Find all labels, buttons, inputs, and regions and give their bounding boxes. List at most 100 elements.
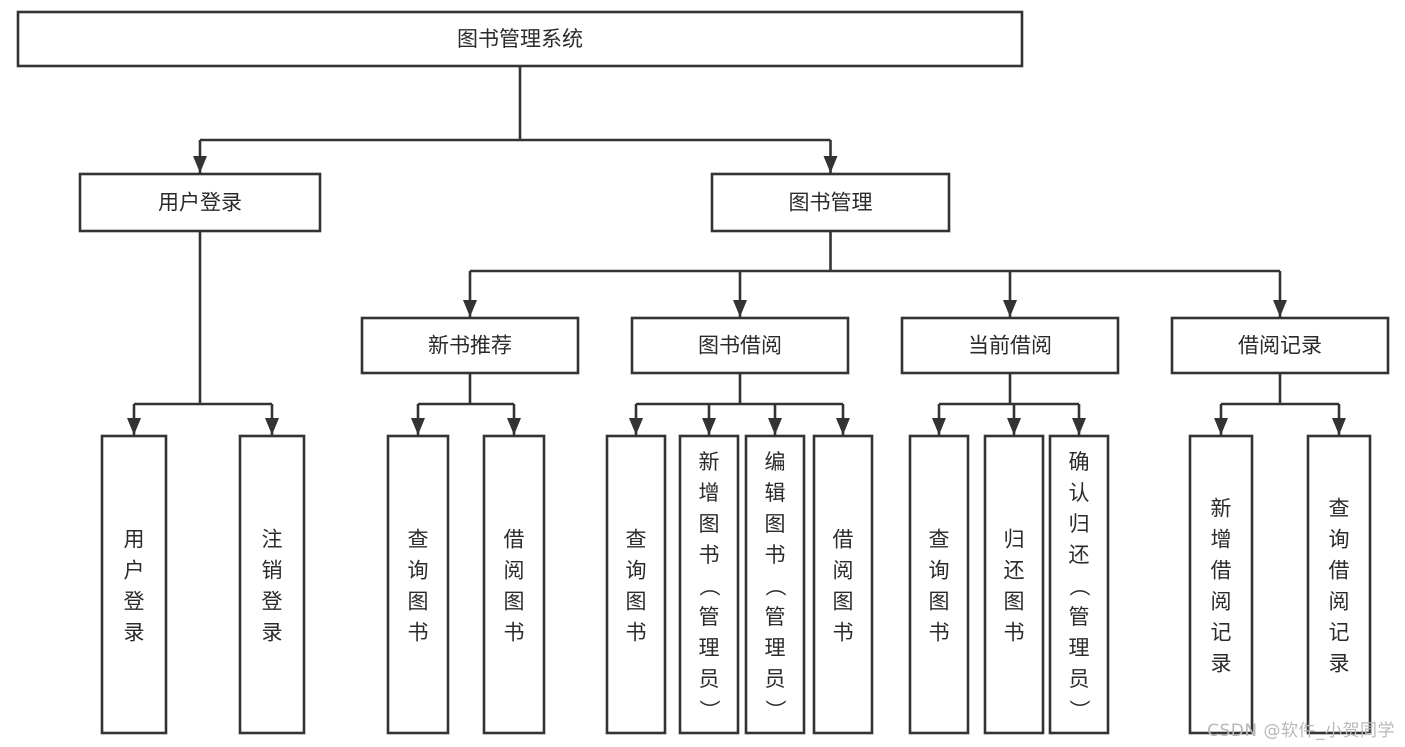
node-box-新书推荐 <box>360 316 580 375</box>
node-label-char: 员 <box>765 667 786 691</box>
node-box-查询图书 <box>386 434 450 735</box>
node-label-char: 书 <box>504 621 525 645</box>
connector-arrow-icon <box>836 418 850 435</box>
node-label-借阅记录: 借阅记录 <box>1238 334 1322 358</box>
node-label-char: 理 <box>765 636 786 660</box>
nodes-layer: 图书管理系统用户登录用户登录注销登录图书管理新书推荐查询图书借阅图书图书借阅查询… <box>16 10 1390 735</box>
node-box-新增图书管理员 <box>678 434 740 735</box>
connector-arrow-icon <box>768 418 782 435</box>
node-label-图书管理: 图书管理 <box>789 191 873 215</box>
node-box-用户登录 <box>100 434 168 735</box>
node-图书管理[interactable]: 图书管理 <box>710 172 951 233</box>
node-label-char: （ <box>763 576 787 597</box>
node-label-char: 阅 <box>833 559 854 583</box>
connectors-layer <box>127 66 1346 435</box>
connector-arrow-icon <box>702 418 716 435</box>
node-box-图书借阅 <box>630 316 850 375</box>
node-label-char: 书 <box>1004 621 1025 645</box>
node-label-新书推荐: 新书推荐 <box>428 334 512 358</box>
node-label-char: 新 <box>699 450 720 474</box>
node-label-char: 员 <box>1069 667 1090 691</box>
node-label-char: 销 <box>262 559 283 583</box>
node-label-char: 登 <box>124 590 145 614</box>
node-label-char: 询 <box>929 559 950 583</box>
node-label-char: 询 <box>408 559 429 583</box>
node-label-char: 管 <box>765 605 786 629</box>
node-label-char: 借 <box>833 528 854 552</box>
node-当前借阅[interactable]: 当前借阅 <box>900 316 1120 375</box>
node-label-char: 查 <box>1329 497 1350 521</box>
connector-arrow-icon <box>411 418 425 435</box>
node-label-char: 图 <box>408 590 429 614</box>
node-label-char: 注 <box>262 528 283 552</box>
node-label-char: 书 <box>699 543 720 567</box>
node-label-char: 理 <box>699 636 720 660</box>
node-label-char: 图 <box>626 590 647 614</box>
node-label-char: 书 <box>929 621 950 645</box>
node-新书推荐[interactable]: 新书推荐 <box>360 316 580 375</box>
node-label-char: ） <box>1067 700 1091 721</box>
node-label-char: 登 <box>262 590 283 614</box>
node-label-char: 书 <box>833 621 854 645</box>
node-box-编辑图书管理员 <box>744 434 806 735</box>
node-label-char: 录 <box>124 621 145 645</box>
node-box-用户登录 <box>78 172 322 233</box>
node-label-char: （ <box>697 576 721 597</box>
node-label-char: 增 <box>699 481 720 505</box>
node-box-归还图书 <box>983 434 1045 735</box>
node-label-char: 归 <box>1069 512 1090 536</box>
node-label-当前借阅: 当前借阅 <box>968 334 1052 358</box>
node-label-char: 查 <box>929 528 950 552</box>
node-label-char: 确 <box>1069 450 1090 474</box>
node-label-char: 阅 <box>504 559 525 583</box>
node-label-char: 图 <box>504 590 525 614</box>
node-label-char: 阅 <box>1329 590 1350 614</box>
node-box-图书管理 <box>710 172 951 233</box>
node-label-char: 归 <box>1004 528 1025 552</box>
node-label-char: 管 <box>1069 605 1090 629</box>
node-label-char: 记 <box>1211 621 1232 645</box>
connector-arrow-icon <box>1007 418 1021 435</box>
node-label-char: 录 <box>1211 652 1232 676</box>
node-box-借阅图书 <box>812 434 874 735</box>
node-label-char: 增 <box>1211 528 1232 552</box>
node-label-char: 记 <box>1329 621 1350 645</box>
connector-arrow-icon <box>823 156 838 173</box>
node-label-char: 管 <box>699 605 720 629</box>
node-label-char: 图 <box>699 512 720 536</box>
node-box-查询借阅记录 <box>1306 434 1372 735</box>
connector-arrow-icon <box>1003 300 1017 317</box>
node-label-用户登录: 用户登录 <box>158 191 242 215</box>
node-label-char: 认 <box>1069 481 1090 505</box>
node-图书管理系统[interactable]: 图书管理系统 <box>16 10 1024 68</box>
node-用户登录[interactable]: 用户登录 <box>100 434 168 735</box>
node-借阅记录[interactable]: 借阅记录 <box>1170 316 1390 375</box>
node-label-图书借阅: 图书借阅 <box>698 334 782 358</box>
node-label-char: 员 <box>699 667 720 691</box>
node-label-char: 图 <box>765 512 786 536</box>
connector-arrow-icon <box>463 300 477 317</box>
node-图书借阅[interactable]: 图书借阅 <box>630 316 850 375</box>
node-label-char: 查 <box>408 528 429 552</box>
node-label-char: 辑 <box>765 481 786 505</box>
connector-arrow-icon <box>507 418 521 435</box>
node-label-char: 书 <box>408 621 429 645</box>
node-用户登录[interactable]: 用户登录 <box>78 172 322 233</box>
node-label-char: 编 <box>765 450 786 474</box>
node-box-查询图书 <box>908 434 970 735</box>
node-label-char: 阅 <box>1211 590 1232 614</box>
